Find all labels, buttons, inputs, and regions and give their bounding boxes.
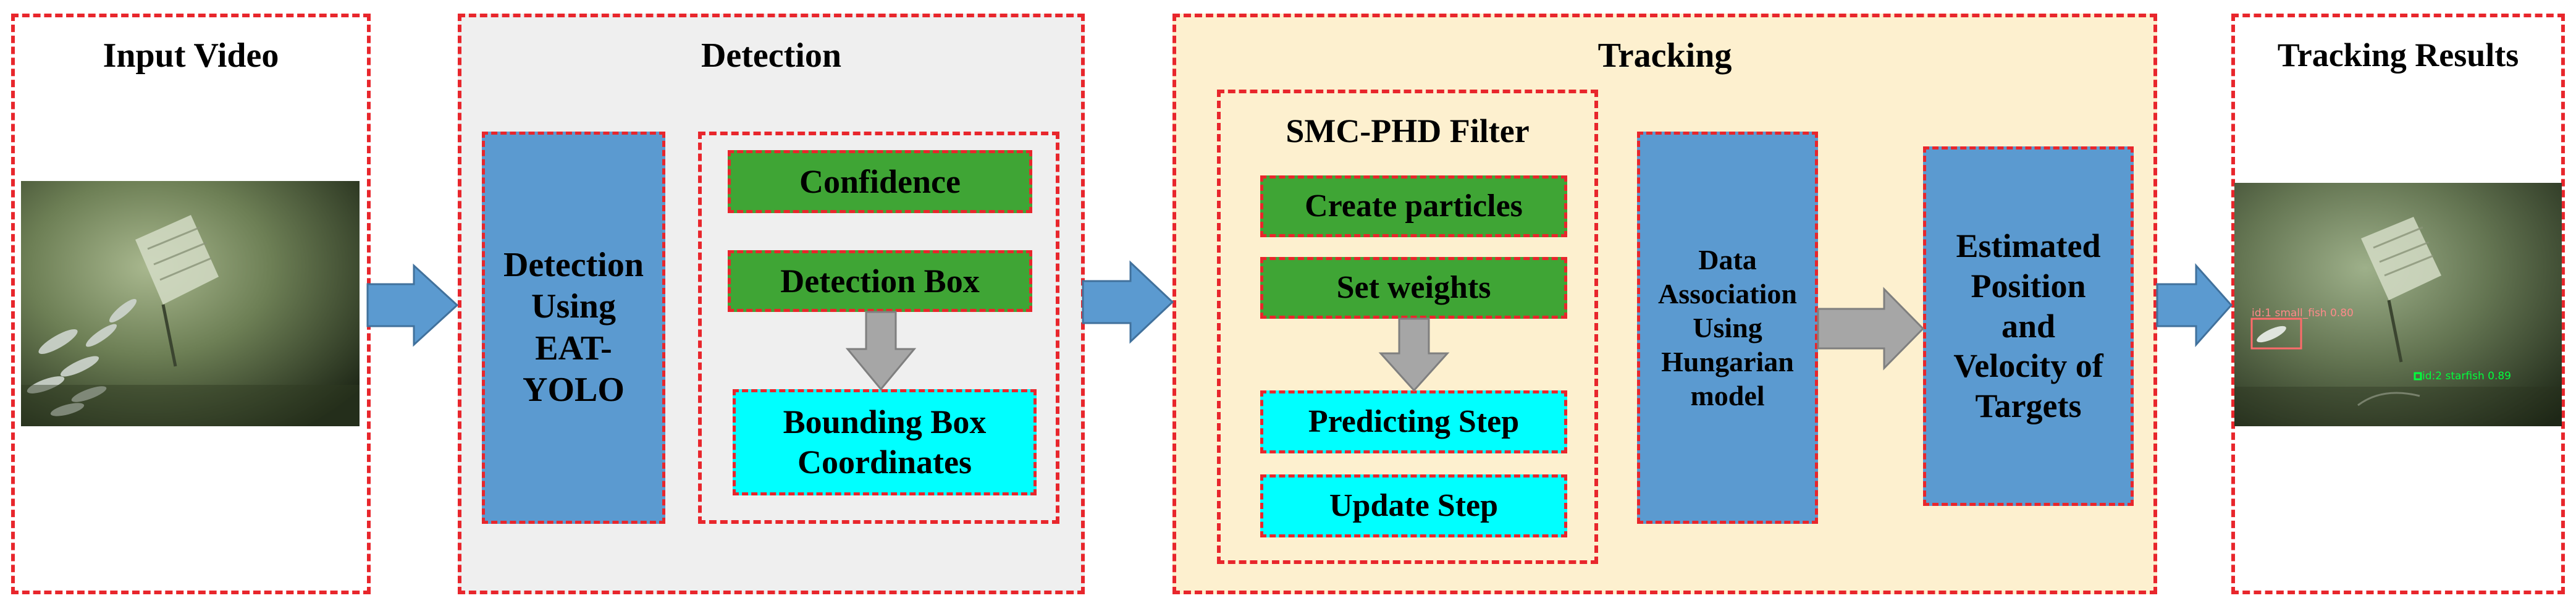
update-step-block: Update Step [1260, 474, 1567, 537]
tracking-results-panel: Tracking Results [2231, 14, 2565, 594]
arrow-detection-box-down [845, 311, 917, 391]
detection-outputs-group [698, 132, 1059, 524]
detection-title: Detection [701, 36, 841, 75]
arrow-set-weights-down [1378, 318, 1450, 392]
tracking-results-frame: id:1 small_fish 0.80 id:2 starfish 0.89 [2234, 183, 2562, 426]
tracking-title: Tracking [1597, 36, 1732, 75]
smc-phd-filter-title: SMC-PHD Filter [1286, 112, 1530, 149]
set-weights-block: Set weights [1260, 257, 1567, 319]
input-video-title: Input Video [103, 36, 279, 75]
detection-label-small-fish: id:1 small_fish 0.80 [2252, 307, 2354, 319]
arrow-association-to-estimated [1817, 287, 1925, 371]
create-particles-block: Create particles [1260, 175, 1567, 237]
eat-yolo-detection-block: Detection Using EAT- YOLO [482, 132, 665, 524]
tracking-results-title: Tracking Results [2277, 36, 2519, 74]
arrow-detection-to-tracking [1082, 260, 1174, 344]
input-video-frame [21, 181, 360, 426]
data-association-block: Data Association Using Hungarian model [1637, 132, 1818, 524]
predicting-step-block: Predicting Step [1260, 390, 1567, 453]
confidence-block: Confidence [728, 150, 1032, 213]
smc-phd-filter-group: SMC-PHD Filter [1217, 90, 1598, 564]
arrow-tracking-to-results [2156, 263, 2233, 347]
arrow-input-to-detection [366, 263, 459, 347]
detection-box-block: Detection Box [728, 250, 1032, 312]
bounding-box-coordinates-block: Bounding Box Coordinates [733, 389, 1037, 495]
estimated-position-velocity-block: Estimated Position and Velocity of Targe… [1923, 146, 2134, 506]
detection-label-starfish: id:2 starfish 0.89 [2422, 370, 2511, 382]
